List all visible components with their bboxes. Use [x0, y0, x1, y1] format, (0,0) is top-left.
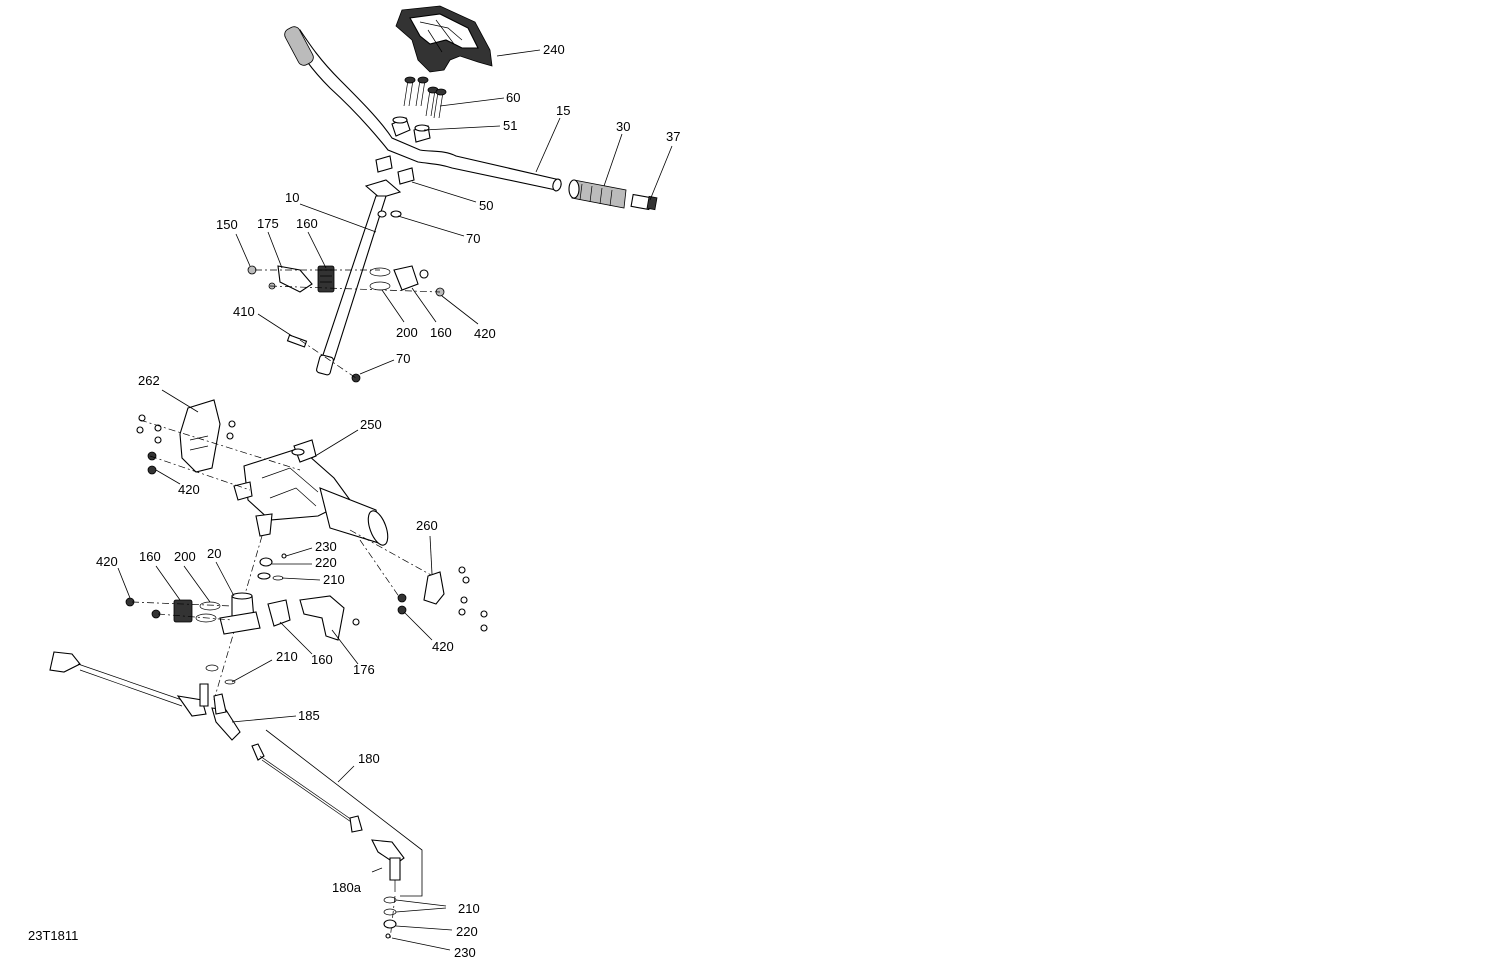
bracket-260-part	[397, 566, 488, 632]
lower-bearing-right-part	[267, 595, 360, 641]
callout-420-bracket-left: 420	[178, 482, 200, 497]
callout-160-lower-left: 160	[139, 549, 161, 564]
callout-180a: 180a	[332, 880, 362, 895]
callout-160-upper-right: 160	[430, 325, 452, 340]
leader-lines	[117, 49, 673, 951]
callout-230-upper: 230	[315, 539, 337, 554]
callout-37: 37	[666, 129, 680, 144]
handlebar-cover-part	[395, 5, 493, 73]
callout-15: 15	[556, 103, 570, 118]
tie-rod-left-part	[49, 651, 209, 717]
callout-210-upper: 210	[323, 572, 345, 587]
callout-180: 180	[358, 751, 380, 766]
callout-50: 50	[479, 198, 493, 213]
callout-160-lower-right: 160	[311, 652, 333, 667]
callout-200-upper: 200	[396, 325, 418, 340]
callout-200-lower: 200	[174, 549, 196, 564]
bottom-hardware-part	[383, 896, 397, 939]
callout-10: 10	[285, 190, 299, 205]
callout-250: 250	[360, 417, 382, 432]
callout-230-lower: 230	[454, 945, 476, 960]
callout-420-lower-left: 420	[96, 554, 118, 569]
handlebar-part	[284, 26, 562, 192]
callout-70-lower: 70	[396, 351, 410, 366]
column-bearing-right-part	[369, 265, 445, 297]
diagram-id-label: 23T1811	[28, 928, 78, 943]
callout-220-lower: 220	[456, 924, 478, 939]
callout-420-upper: 420	[474, 326, 496, 341]
callout-30: 30	[616, 119, 630, 134]
tie-rod-end-180a-part	[371, 839, 405, 892]
callout-210-lower: 210	[458, 901, 480, 916]
callout-210-middle: 210	[276, 649, 298, 664]
callout-410: 410	[233, 304, 255, 319]
callout-262: 262	[138, 373, 160, 388]
callout-labels: 240 60 15 51 30 37 50 10 70 150 175 160 …	[28, 42, 680, 960]
tie-rod-180-part	[251, 743, 363, 833]
callout-51: 51	[503, 118, 517, 133]
handlebar-grip-part	[568, 179, 658, 211]
callout-175: 175	[257, 216, 279, 231]
lower-bearing-assembly-part	[125, 592, 261, 635]
steering-column-part	[316, 179, 402, 376]
callout-60: 60	[506, 90, 520, 105]
callout-260: 260	[416, 518, 438, 533]
power-steering-unit-part	[233, 439, 389, 546]
lower-washers-part	[205, 664, 236, 685]
callout-70-upper: 70	[466, 231, 480, 246]
callout-150: 150	[216, 217, 238, 232]
tie-rod-end-185-part	[211, 693, 241, 741]
bracket-262-part	[136, 399, 236, 475]
column-bearing-left-part	[247, 265, 335, 293]
callout-240: 240	[543, 42, 565, 57]
callout-185: 185	[298, 708, 320, 723]
callout-220-upper: 220	[315, 555, 337, 570]
callout-176: 176	[353, 662, 375, 677]
callout-420-bracket-right: 420	[432, 639, 454, 654]
output-shaft-hardware-part	[257, 553, 287, 581]
bolts-60-part	[403, 76, 447, 119]
callout-20: 20	[207, 546, 221, 561]
callout-160-upper-left: 160	[296, 216, 318, 231]
